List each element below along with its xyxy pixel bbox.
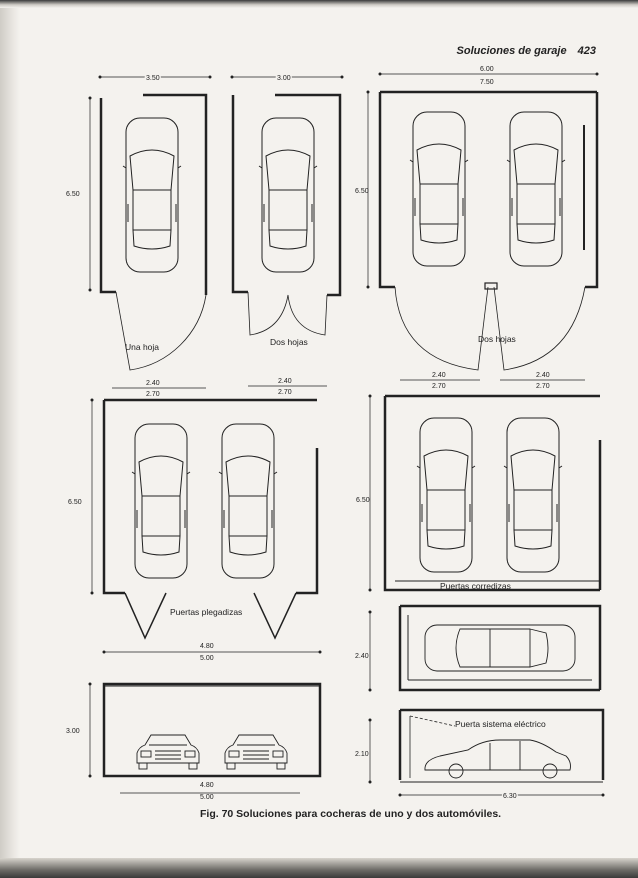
dimension-lines (89, 73, 603, 796)
dim-single-width-a: 3.50 (146, 75, 160, 82)
dimension-text: 3.50 3.00 6.00 7.50 6.50 6.50 2.40 2.70 … (66, 66, 550, 802)
dim-elevation-width-inner: 4.80 (200, 643, 214, 650)
car-top-view (409, 111, 469, 267)
dim-door-2-top: 2.40 (278, 378, 292, 385)
car-top-view (218, 423, 278, 579)
dim-elevation-width-outer: 5.00 (200, 655, 214, 662)
side-elevation (398, 708, 605, 783)
dim-depth-3: 6.50 (68, 499, 82, 506)
car-top-view (122, 117, 182, 273)
car-plan-horizontal (424, 624, 576, 672)
dim-door-4-bottom: 2.70 (536, 383, 550, 390)
car-front-view (136, 734, 200, 770)
dim-door-1-bottom: 2.70 (146, 391, 160, 398)
plan-single-two-leaf (231, 93, 342, 336)
label-una-hoja: Una hoja (125, 342, 159, 352)
label-puertas-corredizas: Puertas corredizas (440, 581, 511, 591)
dim-double-width-outer: 7.50 (480, 79, 494, 86)
dim-elevation-height: 3.00 (66, 728, 80, 735)
header-title: Soluciones de garaje (456, 45, 567, 57)
front-elevation (102, 682, 322, 778)
dim-depth-4: 6.50 (356, 497, 370, 504)
dim-door-3-top: 2.40 (432, 372, 446, 379)
label-dos-hojas-2: Dos hojas (478, 334, 516, 344)
figure-labels: Una hoja Dos hojas Dos hojas Puertas ple… (125, 334, 546, 729)
dim-elevation-width-inner-2: 4.80 (200, 782, 214, 789)
dim-door-3-bottom: 2.70 (432, 383, 446, 390)
dim-side-length: 6.30 (503, 793, 517, 800)
dim-double-width-inner: 6.00 (480, 66, 494, 73)
dimension-ticks (88, 72, 605, 797)
dim-door-4-top: 2.40 (536, 372, 550, 379)
dim-depth-2: 6.50 (355, 188, 369, 195)
book-spine-shadow (0, 0, 20, 878)
plan-single-one-leaf (99, 93, 208, 371)
dim-elevation-width-outer-2: 5.00 (200, 794, 214, 801)
car-top-view (503, 417, 563, 573)
car-side-view (424, 739, 571, 779)
label-dos-hojas-1: Dos hojas (270, 337, 308, 347)
running-header: Soluciones de garaje 423 (449, 45, 596, 57)
side-view-plan (398, 604, 602, 692)
dim-single-width-b: 3.00 (277, 75, 291, 82)
figure-caption: Fig. 70 Soluciones para cocheras de uno … (200, 808, 502, 820)
dim-door-1-top: 2.40 (146, 380, 160, 387)
dim-side-width: 2.40 (355, 653, 369, 660)
dim-door-2-bottom: 2.70 (278, 389, 292, 396)
dim-side-height: 2.10 (355, 751, 369, 758)
plan-double-folding (102, 398, 319, 640)
page-top-edge (0, 0, 638, 8)
plan-double-sliding (383, 394, 602, 592)
car-top-view (506, 111, 566, 267)
car-top-view (131, 423, 191, 579)
page-number: 423 (577, 45, 596, 57)
dim-depth-1: 6.50 (66, 191, 80, 198)
car-front-view (224, 734, 288, 770)
car-top-view (416, 417, 476, 573)
page-bottom-edge (0, 858, 638, 878)
label-puerta-sistema-electrico: Puerta sistema eléctrico (455, 719, 546, 729)
plan-double-two-leaf (378, 90, 599, 371)
label-puertas-plegadizas: Puertas plegadizas (170, 607, 242, 617)
car-top-view (258, 117, 318, 273)
